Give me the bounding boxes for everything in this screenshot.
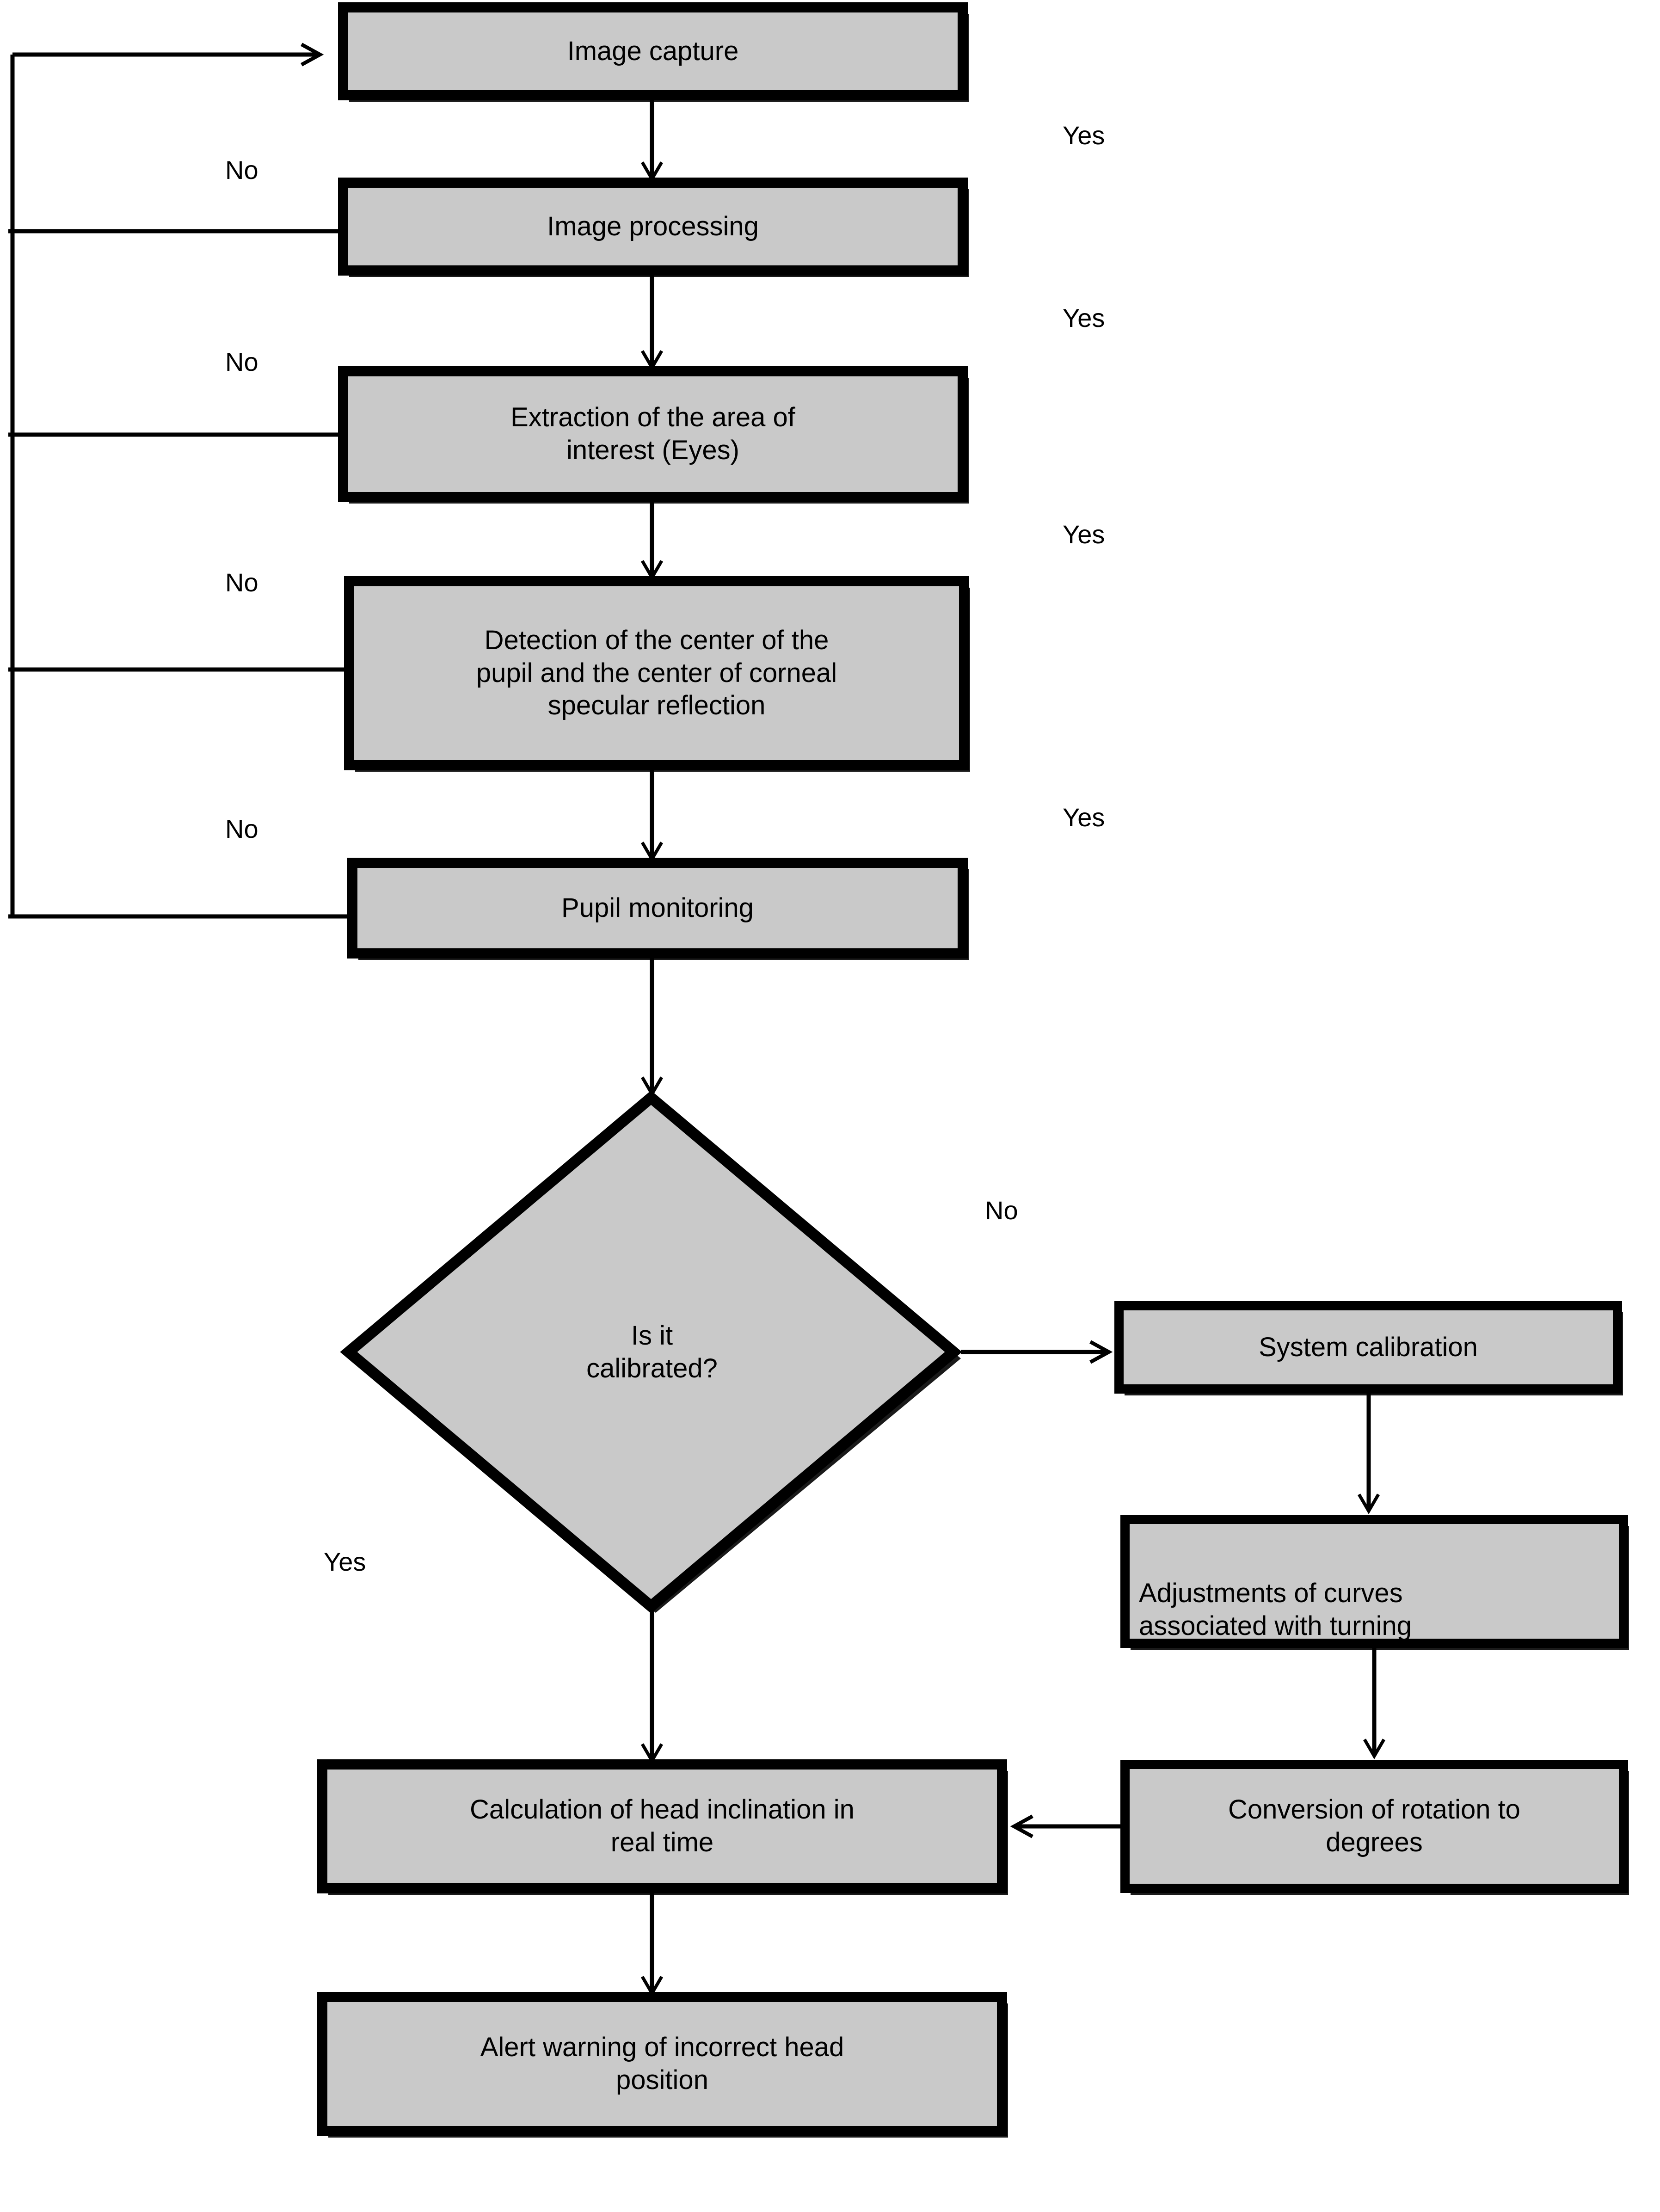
node-conversion-degrees[interactable] — [1120, 1760, 1629, 1895]
edge-label-no-3: No — [225, 568, 258, 597]
node-is-calibrated[interactable] — [340, 1090, 962, 1614]
node-detection-center[interactable] — [344, 576, 970, 772]
node-image-processing[interactable] — [338, 178, 969, 277]
edge-label-no-2: No — [225, 347, 258, 376]
edge-label-no-calibrated: No — [985, 1196, 1018, 1225]
edge-label-yes-calibrated: Yes — [324, 1547, 366, 1576]
edge-label-no-1: No — [225, 155, 258, 184]
edge-label-yes-2: Yes — [1063, 303, 1105, 332]
node-image-capture[interactable] — [338, 2, 969, 102]
node-extraction-area[interactable] — [338, 366, 969, 504]
node-adjustments-curves[interactable] — [1120, 1515, 1629, 1650]
node-calculation-head[interactable] — [317, 1759, 1008, 1895]
edge-label-no-4: No — [225, 814, 258, 843]
edge-label-yes-4: Yes — [1063, 803, 1105, 832]
node-pupil-monitoring[interactable] — [347, 858, 969, 960]
edge-label-yes-3: Yes — [1063, 520, 1105, 549]
edge-label-yes-1: Yes — [1063, 121, 1105, 150]
node-alert-warning[interactable] — [317, 1992, 1008, 2138]
node-system-calibration[interactable] — [1114, 1301, 1623, 1395]
